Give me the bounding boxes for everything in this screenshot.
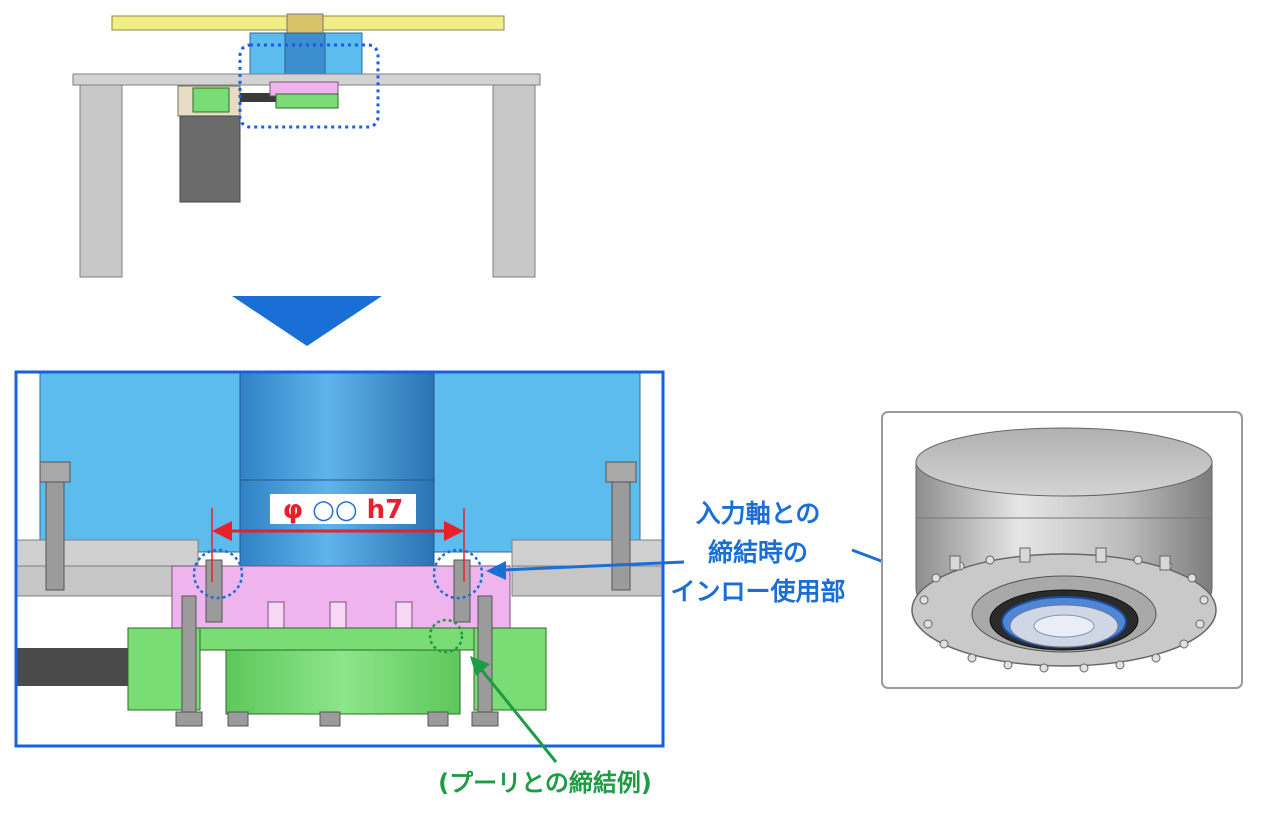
photo-hub-bore	[1033, 614, 1095, 638]
callout-line-3: インロー使用部	[670, 577, 845, 606]
callout-arrowhead-detail	[486, 561, 506, 580]
bottom-nut-4	[427, 711, 449, 727]
down-arrow	[232, 296, 382, 346]
note-arrowhead	[470, 656, 490, 676]
detail-frame	[14, 370, 665, 748]
callout-arrow-to-detail	[501, 560, 685, 572]
callout-line-2: 締結時の	[708, 538, 808, 567]
bottom-nut-3	[319, 711, 341, 727]
photo-cylinder-top	[915, 427, 1213, 497]
motor-pulley	[192, 87, 230, 113]
overview-assembly	[72, 13, 541, 278]
green-pulley-hub	[225, 649, 461, 715]
detail-view: φ ○○ h7	[14, 370, 665, 748]
motor-body	[179, 115, 241, 203]
product-photo	[881, 411, 1243, 689]
dimension-arrow-left	[212, 521, 232, 541]
bottom-nut-2	[227, 711, 249, 727]
overview-belt	[240, 93, 276, 102]
overview-focus-region	[238, 43, 380, 129]
dimension-label-bg	[270, 494, 416, 524]
photo-side-bolts	[949, 547, 1171, 571]
bottom-nut-1	[175, 711, 203, 727]
long-bolt-left	[181, 595, 197, 715]
pulley-bolt-right	[453, 559, 471, 623]
pulley-bolt-left	[205, 559, 223, 623]
housing-bolt-right-head	[605, 461, 637, 483]
callout-line-1: 入力軸との	[696, 499, 821, 528]
detail-shaft	[239, 372, 435, 591]
table-step-left	[16, 565, 199, 597]
shaft-top-stub	[286, 13, 324, 35]
right-table-leg	[492, 84, 536, 278]
overview-green-pulley	[275, 93, 339, 109]
long-bolt-right	[477, 595, 493, 715]
table-step-right	[511, 565, 663, 597]
pulley-fastening-circle	[428, 618, 464, 654]
housing-bolt-left-head	[39, 461, 71, 483]
spigot-circle-right	[432, 548, 484, 600]
spigot-circle-left	[192, 548, 244, 600]
dimension-label: φ ○○ h7	[283, 495, 403, 525]
detail-belt	[16, 648, 144, 686]
bottom-nut-5	[471, 711, 499, 727]
pulley-note: (プーリとの締結例)	[438, 769, 652, 797]
left-table-leg	[79, 84, 123, 278]
note-arrow	[478, 667, 558, 763]
dimension-arrow-right	[444, 521, 464, 541]
